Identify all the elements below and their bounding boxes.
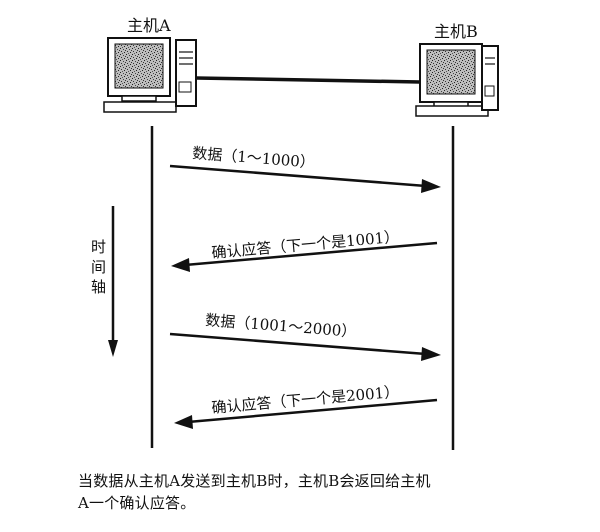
message-arrowhead [421, 179, 441, 193]
caption-line-1: 当数据从主机A发送到主机B时，主机B会返回给主机 [78, 472, 431, 490]
time-axis-char-2: 间 [91, 258, 106, 276]
message-arrow [169, 332, 427, 356]
host-a-keyboard [103, 101, 177, 113]
host-b-keyboard [415, 105, 489, 117]
time-axis-char-3: 轴 [91, 278, 106, 296]
host-b-tower [481, 45, 499, 111]
host-b-screen [426, 49, 476, 95]
host-b-label: 主机B [434, 22, 478, 41]
message-data-1: 数据（1～1000） [169, 144, 441, 193]
message-arrowhead [421, 347, 441, 361]
message-label: 确认应答（下一个是1001） [211, 228, 400, 262]
time-axis-arrowhead [108, 340, 118, 357]
message-arrow [187, 398, 438, 424]
time-axis-char-1: 时 [91, 238, 106, 256]
message-arrowhead [171, 258, 190, 272]
caption-line-2: A一个确认应答。 [78, 494, 196, 512]
message-arrowhead [174, 415, 193, 429]
message-ack-1: 确认应答（下一个是1001） [171, 228, 438, 272]
network-cable [195, 76, 421, 84]
message-arrow [169, 164, 427, 188]
host-a-computer [103, 37, 197, 113]
host-a-screen [114, 43, 164, 89]
message-label: 数据（1001～2000） [205, 311, 357, 341]
host-b-computer [415, 43, 499, 117]
figure-caption: 当数据从主机A发送到主机B时，主机B会返回给主机 A一个确认应答。 [78, 470, 548, 514]
host-a-label: 主机A [127, 16, 171, 35]
host-a-monitor-base [121, 95, 157, 102]
message-arrow [184, 241, 438, 267]
message-label: 数据（1～1000） [192, 144, 316, 172]
message-ack-2: 确认应答（下一个是2001） [174, 383, 438, 429]
message-data-2: 数据（1001～2000） [169, 311, 441, 361]
host-a-tower [175, 39, 197, 107]
